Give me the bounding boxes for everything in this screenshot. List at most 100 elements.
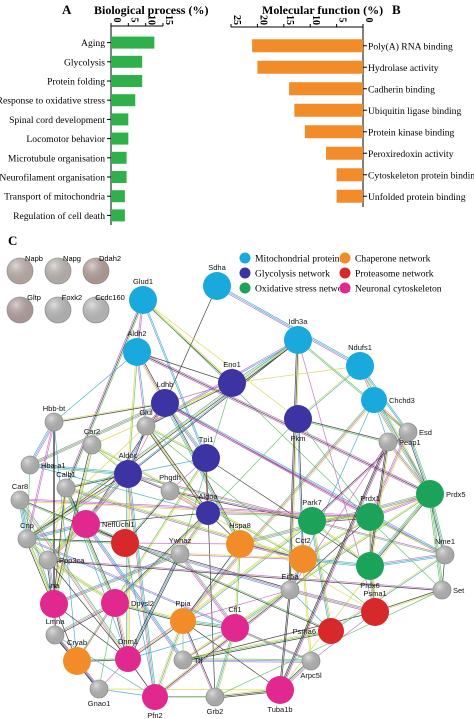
node-shade-nme1 [436, 546, 454, 564]
node-shade-hba-a1 [21, 456, 39, 474]
edge-prdx5-prdx6 [370, 494, 432, 568]
node-glud1 [129, 286, 157, 314]
edge-park7-phgdh [170, 490, 313, 521]
node-label-prdx1: Prdx1 [360, 494, 380, 503]
bp-bar-microtubule-organisation [111, 151, 127, 164]
isolated-node-label-napg: Napg [63, 254, 81, 263]
edge-aldoa-dpysl2 [115, 513, 210, 605]
bp-category-label: Response to oxidative stress [0, 96, 105, 107]
node-label-eif5a: Eif5a [281, 572, 299, 581]
edge-ina-dnm1 [53, 603, 129, 660]
edge-chchd3-ppia [181, 398, 374, 621]
legend-swatch-mitochondrial-proteins [239, 252, 251, 264]
mf-category-label: Poly(A) RNA binding [368, 41, 453, 52]
node-uchl1 [111, 529, 139, 557]
edge-prdx5-set [429, 493, 443, 591]
edge-ina-car2 [52, 444, 92, 604]
edge-pfn2-eif5a [153, 588, 290, 697]
edge-aldoc-pfn2 [128, 473, 157, 697]
bp-bar-spinal-cord-development [111, 113, 129, 126]
bp-bar-protein-folding [111, 75, 143, 87]
edge-chchd3-ppia [182, 399, 375, 622]
edge-aldh2-aldoc [127, 351, 137, 474]
mf-tick-label: 0 [363, 18, 374, 23]
node-label-nme1: Nme1 [435, 537, 455, 546]
panel-b-title: Molecular function (%) [262, 3, 383, 17]
bp-bar-regulation-of-cell-death [111, 209, 125, 222]
node-label-pfn2: Pfn2 [147, 711, 162, 719]
edge-psma1-eif5a [289, 589, 376, 613]
edge-prdx1-esd [369, 431, 409, 518]
edge-aldoa-hba-a1 [29, 464, 209, 514]
isolated-node-shade-foxk2 [45, 297, 71, 323]
edge-glul-cnp [26, 425, 147, 540]
edge-aldoa-glul [144, 426, 208, 514]
edge-cfl1-ywhaz [180, 553, 237, 628]
edge-psma1-eif5a [289, 590, 375, 614]
edge-aldh2-eno1 [136, 351, 233, 384]
bp-category-label: Neurofilament organisation [0, 173, 105, 184]
bp-bar-locomotor-behavior [111, 132, 129, 145]
node-label-psma6: Psma6 [293, 627, 316, 636]
bp-category-label: Aging [81, 38, 105, 49]
legend-swatch-oxidative-stress-network [239, 282, 251, 294]
mf-bar-protein-kinase-binding [304, 125, 363, 139]
node-label-aldh2: Aldh2 [127, 329, 146, 338]
node-shade-lmna [46, 626, 64, 644]
edge-aldh2-hbb-bt [53, 351, 138, 423]
node-label-pkm: Pkm [291, 434, 306, 443]
node-shade-trf [174, 651, 192, 669]
edge-ppp3ca-set [48, 559, 443, 590]
edge-psma6-nme1 [331, 555, 446, 632]
edge-uchl1-pfn2 [124, 542, 156, 698]
node-tpi1 [192, 444, 220, 472]
node-label-set: Set [453, 586, 465, 595]
node-label-aldoc: Aldoc [119, 451, 138, 460]
node-label-chchd3: Chchd3 [389, 396, 415, 405]
edge-uchl1-cnp [26, 539, 125, 544]
edge-ldhb-nme1 [165, 401, 446, 555]
edge-ppia-eif5a [182, 589, 291, 622]
node-pfn2 [142, 684, 168, 710]
edge-ldhb-hba-a1 [29, 402, 166, 466]
node-sdha [203, 272, 231, 300]
edge-dnm1-car8 [19, 499, 129, 660]
edge-psma1-trf [182, 611, 376, 661]
edge-ina-ywhaz [54, 554, 181, 606]
node-label-glul: Glul [139, 408, 153, 417]
node-chchd3 [361, 387, 387, 413]
bp-bar-glycolysis [111, 55, 143, 68]
edge-aldh2-prdx5 [137, 350, 431, 494]
edge-idh3a-esd [297, 340, 408, 433]
node-park7 [298, 507, 326, 535]
node-dnm1 [115, 646, 141, 672]
edge-ldhb-hbb-bt [53, 402, 165, 422]
edge-ina-calb1 [53, 487, 66, 604]
edge-prdx5-prdx6 [368, 492, 430, 566]
node-aldoa [196, 501, 220, 525]
edge-tuba1b-gnao1 [98, 688, 281, 691]
edge-nefl-trf [85, 523, 184, 661]
edge-uchl1-eif5a [124, 542, 291, 591]
edge-ppia-pfn2 [154, 620, 184, 698]
node-label-cfl1: Cfl1 [228, 605, 241, 614]
edge-nefl-trf [86, 523, 185, 660]
edge-prdx1-esd [368, 431, 408, 517]
edge-sdha-ndufs1 [217, 284, 361, 366]
node-shade-cnp [18, 530, 36, 548]
edge-psma6-nme1 [330, 554, 445, 631]
edge-tuba1b-pebp1 [279, 441, 389, 691]
edge-idh3a-eif5a [288, 339, 298, 590]
node-label-car2: Car2 [84, 427, 100, 436]
edge-aldh2-prdx5 [136, 352, 430, 496]
isolated-node-shade-napb [7, 258, 33, 284]
node-label-prdx5: Prdx5 [446, 490, 466, 499]
node-aldh2 [123, 338, 151, 366]
edge-ppia-grb2 [182, 621, 215, 698]
edge-dnm1-car8 [18, 500, 128, 660]
node-label-uchl1: Uchl1 [115, 520, 134, 529]
edge-arpc5l-trf [183, 658, 312, 661]
